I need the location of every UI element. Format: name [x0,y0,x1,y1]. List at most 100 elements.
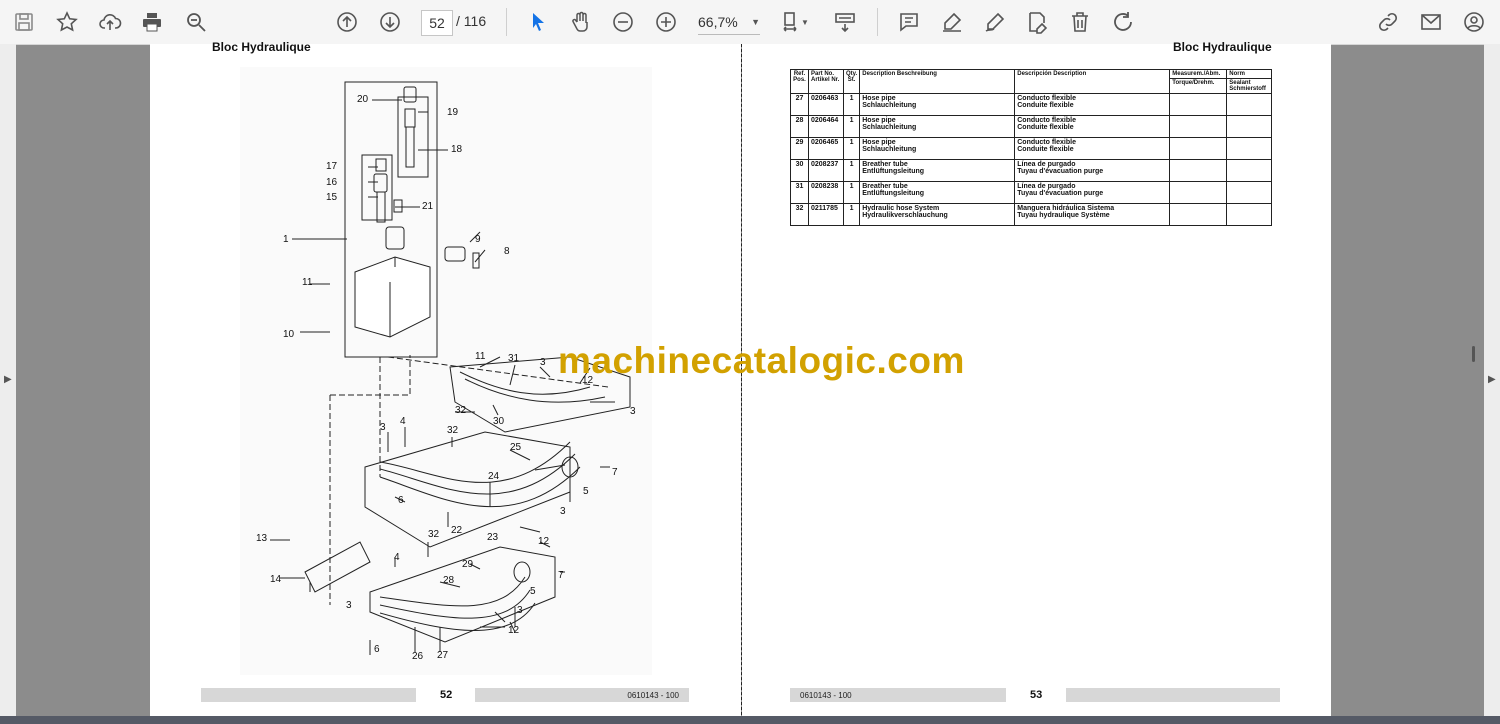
rotate-icon[interactable] [1107,6,1139,38]
callout-label: 27 [437,650,449,661]
print-icon[interactable] [136,6,168,38]
doc-code: 0610143 - 100 [627,690,679,700]
callout-label: 3 [517,605,523,616]
left-page-number: 52 [440,689,453,701]
right-panel-toggle[interactable]: ▶ [1484,44,1500,724]
cell-qty: 1 [842,159,861,182]
toolbar: 52 / 116 66,7% ▼ ▼ [0,0,1500,45]
cell-line: Tuyau hydraulique Système [1017,212,1110,219]
callout-label: 3 [630,406,636,417]
cell-sealant [1226,115,1273,138]
cell-line: Conducto flexible [1017,95,1076,102]
cell-torque [1169,181,1228,204]
cell-torque [1169,137,1228,160]
cell-ref: 27 [790,93,809,116]
right-footer-code: 0610143 - 100 [790,688,1006,702]
chevron-down-icon[interactable]: ▼ [801,17,809,27]
callout-label: 32 [455,405,467,416]
left-panel-toggle[interactable]: ▶ [0,44,16,724]
cell-line: Hydraulic hose System [862,205,940,212]
hand-icon[interactable] [565,6,597,38]
cell-part-no: 0208238 [808,181,844,204]
page-number-input[interactable]: 52 [421,10,453,36]
page-up-icon[interactable] [331,6,363,38]
cell-line: Hose pipe [862,95,896,102]
upload-icon[interactable] [94,6,126,38]
right-page-title: Bloc Hydraulique [1173,40,1272,54]
callout-label: 24 [488,471,500,482]
callout-label: 32 [428,529,440,540]
callout-label: 22 [451,525,463,536]
expand-left-icon[interactable]: ▶ [4,374,12,385]
cell-line: Hydraulikverschlauchung [862,212,948,219]
callout-label: 29 [462,559,474,570]
scroll-handle[interactable] [1472,346,1475,362]
callout-label: 12 [582,375,594,386]
cell-sealant [1226,137,1273,160]
callout-label: 20 [357,94,369,105]
cell-part-no: 0211785 [808,203,844,226]
cell-sealant [1226,93,1273,116]
cell-qty: 1 [842,115,861,138]
page-down-icon[interactable] [374,6,406,38]
toolbar-divider [877,8,878,36]
scroll-mode-icon[interactable] [829,6,861,38]
callout-label: 31 [508,353,520,364]
highlight-icon[interactable] [936,6,968,38]
header-part-no: Part No. Artikel Nr. [808,69,844,94]
link-icon[interactable] [1372,6,1404,38]
draw-icon[interactable] [979,6,1011,38]
chevron-down-icon: ▼ [751,17,760,27]
parts-table: Ref. Pos. Part No. Artikel Nr. Qty. St. … [790,69,1273,226]
cell-qty: 1 [842,181,861,204]
cell-line: Línea de purgado [1017,183,1076,190]
zoom-select[interactable]: 66,7% ▼ [698,10,760,35]
cell-line: Hose pipe [862,117,896,124]
cell-qty: 1 [842,137,861,160]
zoom-in-icon[interactable] [650,6,682,38]
cell-line: Schlauchleitung [862,124,917,131]
zoom-value: 66,7% [698,14,738,30]
cell-ref: 31 [790,181,809,204]
page-fit-icon[interactable] [776,6,808,38]
callout-label: 3 [346,600,352,611]
cell-line: Hose pipe [862,139,896,146]
star-icon[interactable] [51,6,83,38]
callout-label: 4 [400,416,406,427]
cell-line: Tuyau d'évacuation purge [1017,168,1104,175]
left-footer-code: 0610143 - 100 [475,688,689,702]
zoom-out-icon[interactable] [607,6,639,38]
save-icon[interactable] [8,6,40,38]
callout-label: 1 [283,234,289,245]
callout-label: 16 [326,177,338,188]
cell-ref: 30 [790,159,809,182]
cell-line: Schlauchleitung [862,102,917,109]
cell-line: Tuyau d'évacuation purge [1017,190,1104,197]
delete-icon[interactable] [1064,6,1096,38]
user-icon[interactable] [1458,6,1490,38]
mail-icon[interactable] [1415,6,1447,38]
callout-label: 3 [380,422,386,433]
callout-label: 32 [447,425,459,436]
header-ref: Ref. Pos. [790,69,809,94]
callout-label: 14 [270,574,282,585]
callout-label: 26 [412,651,424,662]
cursor-icon[interactable] [522,6,554,38]
comment-icon[interactable] [893,6,925,38]
callout-label: 21 [422,201,434,212]
cell-line: Breather tube [862,183,908,190]
edit-text-icon[interactable] [1021,6,1053,38]
zoom-search-icon[interactable] [180,6,212,38]
expand-right-icon[interactable]: ▶ [1488,374,1496,385]
callout-label: 19 [447,107,459,118]
